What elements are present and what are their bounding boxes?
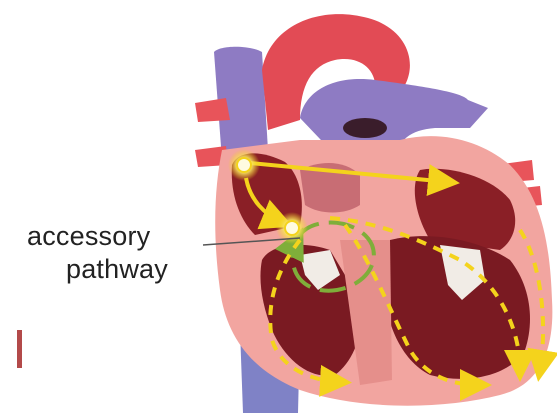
- av-node: [285, 221, 299, 235]
- pulmonary-valve: [343, 118, 387, 138]
- accessory-pathway-label-line2: pathway: [66, 254, 168, 284]
- edge-mark: [17, 330, 22, 368]
- accessory-pathway-label-line1: accessory: [27, 221, 150, 251]
- pulmonary-vein-left: [195, 98, 230, 122]
- sa-node: [237, 158, 251, 172]
